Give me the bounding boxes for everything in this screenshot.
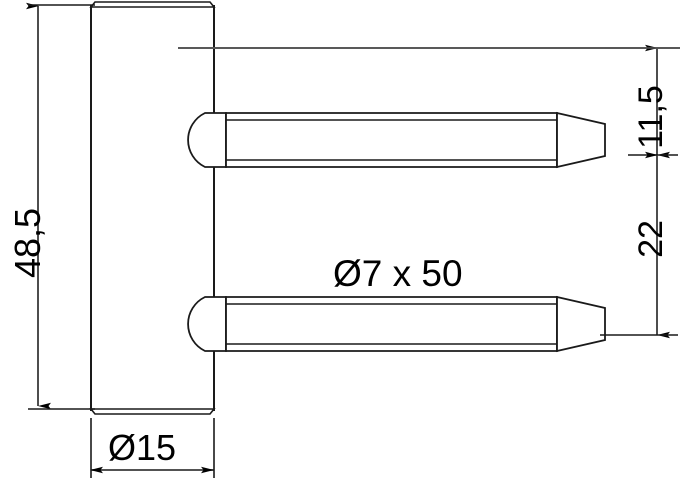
dimension-label-pin-spacing: 22: [632, 220, 670, 258]
dimension-pin-spacing: [600, 151, 678, 339]
upper-pin-rounded-head: [187, 112, 227, 168]
lower-pin-shank: [225, 296, 558, 352]
dimension-label-overall-height: 48,5: [7, 207, 48, 279]
upper-pin-shank: [225, 112, 558, 168]
upper-pin-tapered-tip: [556, 111, 606, 169]
lower-pin: [187, 295, 606, 353]
hinge-plate-body: [89, 1, 216, 415]
plate-top-chamfer: [89, 1, 216, 8]
upper-pin: [187, 111, 606, 169]
dimension-label-pin-spec: Ø7 x 50: [333, 253, 463, 294]
lower-pin-rounded-head: [187, 296, 227, 352]
plate-outline: [90, 5, 215, 411]
dimension-label-plate-width: Ø15: [108, 427, 177, 468]
dimension-plate-width: [90, 418, 215, 478]
plate-bottom-chamfer: [89, 408, 216, 415]
dimension-overall-height: [26, 2, 95, 410]
lower-pin-tapered-tip: [556, 295, 606, 353]
dimension-label-top-pin-offset: 11,5: [632, 85, 670, 149]
